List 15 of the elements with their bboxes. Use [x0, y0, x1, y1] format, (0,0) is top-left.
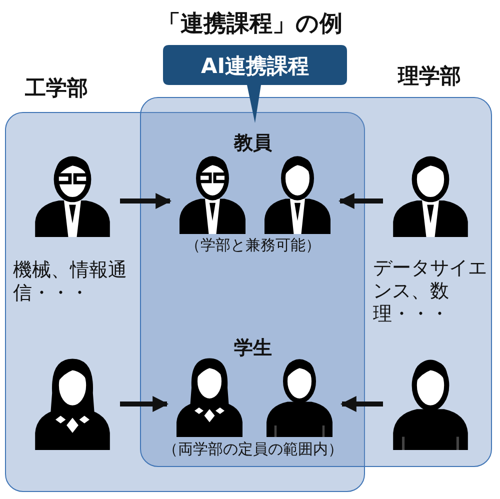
department-title: 理学部	[398, 63, 461, 90]
arrow	[120, 396, 169, 412]
title: 「連携課程」の例	[158, 10, 342, 39]
callout-box	[163, 45, 347, 123]
section-heading: 教員	[234, 131, 272, 156]
note: （両学部の定員の範囲内）	[163, 440, 343, 459]
arrow	[120, 193, 172, 209]
note: （学部と兼務可能）	[186, 236, 320, 255]
department-fields: データサイエンス、数理・・・	[373, 257, 491, 326]
section-heading: 学生	[234, 336, 272, 361]
callout-label: AI連携課程	[200, 53, 310, 80]
arrow	[340, 396, 383, 412]
department-title: 工学部	[25, 75, 88, 102]
department-fields: 機械、情報通信・・・	[13, 259, 143, 305]
arrow	[338, 193, 383, 209]
